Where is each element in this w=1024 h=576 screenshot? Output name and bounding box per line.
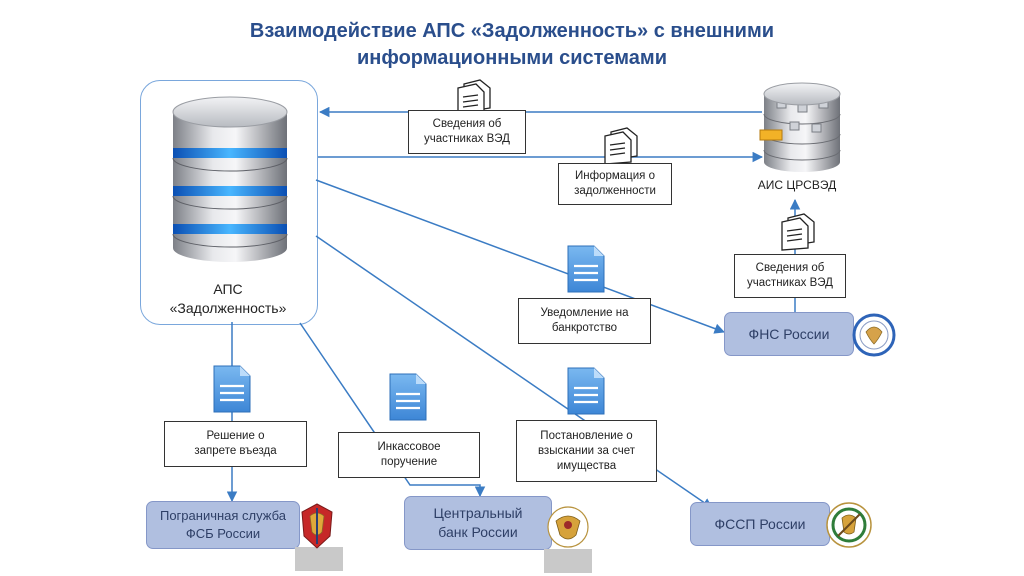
flow-label-line: Сведения об <box>432 118 502 130</box>
paper-document-icon <box>457 79 491 117</box>
flow-label-line: участниках ВЭД <box>747 277 833 289</box>
org-fns: ФНС России <box>724 312 854 356</box>
title-line-1: Взаимодействие АПС «Задолженность» с вне… <box>249 20 775 42</box>
cb-emblem-shadow <box>544 549 592 573</box>
aps-label-line-1: АПС <box>213 281 243 297</box>
org-name: банк России <box>438 524 518 540</box>
flow-label-line: Уведомление на <box>540 307 629 319</box>
blue-document-icon <box>567 245 605 293</box>
org-name: ФНС России <box>748 325 830 342</box>
flow-label-collection-order: Инкассовое поручение <box>338 432 480 478</box>
flow-label-line: участниках ВЭД <box>424 133 510 145</box>
org-fssp: ФССП России <box>690 502 830 546</box>
paper-document-icon <box>604 127 638 165</box>
flow-label-line: Сведения об <box>755 262 825 274</box>
flow-label-entry-ban: Решение о запрете въезда <box>164 421 307 467</box>
flow-label-line: Информация о <box>574 170 655 182</box>
fsb-emblem-icon <box>301 503 333 549</box>
blue-document-icon <box>389 373 427 421</box>
org-name: Центральный <box>433 505 523 521</box>
blue-document-icon <box>213 365 251 413</box>
flow-label-line: запрете въезда <box>194 445 277 457</box>
aps-label-line-2: «Задолженность» <box>169 300 287 316</box>
flow-label-line: Постановление о <box>540 429 633 442</box>
flow-label-line: Решение о <box>206 430 265 442</box>
flow-label-line: Инкассовое <box>377 441 441 453</box>
flow-label-ved-to-ais: Сведения об участниках ВЭД <box>734 254 846 298</box>
flow-label-line: поручение <box>380 456 438 468</box>
arrow-aps-to-cb <box>299 322 486 498</box>
fns-emblem-icon <box>852 313 896 357</box>
org-name: Пограничная служба <box>159 508 286 523</box>
ais-database-icon <box>759 82 841 172</box>
aps-label: АПС «Задолженность» <box>140 280 316 318</box>
cb-emblem-icon <box>547 506 589 548</box>
flow-label-line: взыскании за счет <box>537 444 636 457</box>
org-cb: Центральный банк России <box>404 496 552 550</box>
fsb-emblem-shadow <box>295 547 343 571</box>
flow-label-line: банкротство <box>551 322 618 334</box>
flow-label-bankruptcy: Уведомление на банкротство <box>518 298 651 344</box>
org-name: ФССП России <box>714 515 806 532</box>
blue-document-icon <box>567 367 605 415</box>
fssp-emblem-icon <box>826 502 872 548</box>
arrow-aps-to-fns <box>315 179 725 334</box>
flow-label-line: имущества <box>556 459 617 472</box>
page-title: Взаимодействие АПС «Задолженность» с вне… <box>0 18 1024 72</box>
flow-label-property-recovery: Постановление о взыскании за счет имущес… <box>516 420 657 482</box>
org-fsb: Пограничная служба ФСБ России <box>146 501 300 549</box>
org-name: ФСБ России <box>185 526 261 541</box>
flow-label-ved-to-aps: Сведения об участниках ВЭД <box>408 110 526 154</box>
aps-database-icon <box>172 96 288 262</box>
paper-document-icon <box>781 213 815 251</box>
title-line-2: информационными системами <box>356 47 668 69</box>
flow-label-debt-info: Информация о задолженности <box>558 163 672 205</box>
ais-label: АИС ЦРСВЭД <box>757 178 837 192</box>
flow-label-line: задолженности <box>574 185 656 197</box>
